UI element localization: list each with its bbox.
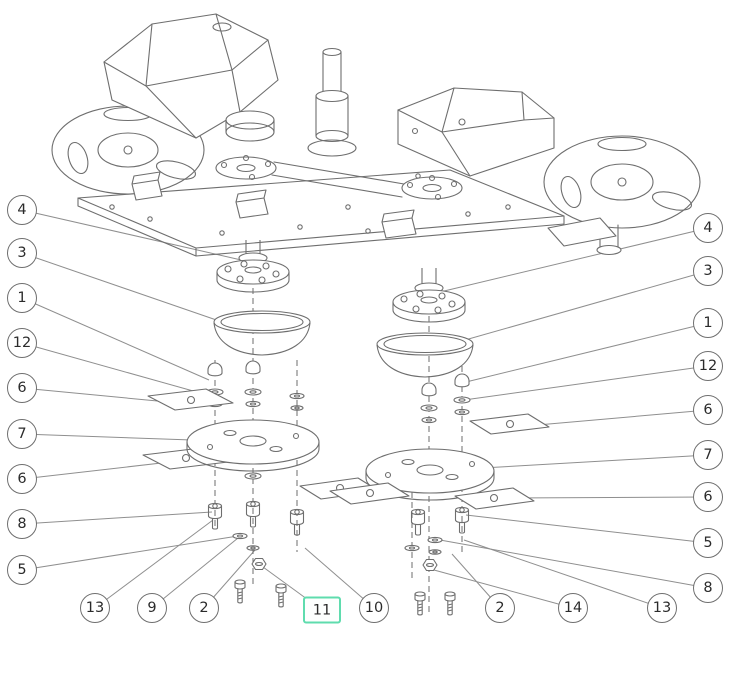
callout-right-6a[interactable]: 6: [693, 395, 723, 425]
right-guard-disc: [543, 135, 701, 256]
callout-right-5[interactable]: 5: [693, 528, 723, 558]
callout-right-6b[interactable]: 6: [693, 482, 723, 512]
callout-right-4[interactable]: 4: [693, 213, 723, 243]
callout-right-12[interactable]: 12: [693, 351, 723, 381]
callout-bottom-13a[interactable]: 13: [80, 593, 110, 623]
callout-left-5[interactable]: 5: [7, 555, 37, 585]
drive-belt: [271, 161, 405, 198]
callout-left-3[interactable]: 3: [7, 238, 37, 268]
left-motor: [103, 13, 279, 139]
mount-blocks: [131, 171, 417, 239]
callout-left-4[interactable]: 4: [7, 195, 37, 225]
callout-left-6a[interactable]: 6: [7, 373, 37, 403]
callout-left-12[interactable]: 12: [7, 328, 37, 358]
right-bottom-bolts: [414, 591, 456, 616]
right-screws: [410, 506, 470, 536]
callout-right-8[interactable]: 8: [693, 573, 723, 603]
left-pulley: [215, 110, 277, 181]
callout-left-1[interactable]: 1: [7, 283, 37, 313]
callout-left-7[interactable]: 7: [7, 419, 37, 449]
callout-bottom-2b[interactable]: 2: [485, 593, 515, 623]
right-spindle-exploded: [329, 268, 550, 616]
callout-bottom-13b[interactable]: 13: [647, 593, 677, 623]
left-screws: [207, 500, 305, 536]
callout-left-8[interactable]: 8: [7, 509, 37, 539]
machine-top-assembly: [51, 13, 701, 257]
right-washers-upper: [420, 396, 471, 424]
callout-bottom-11-highlighted[interactable]: 11: [303, 596, 341, 624]
left-bottom-bolts: [234, 579, 287, 608]
callout-bottom-10[interactable]: 10: [359, 593, 389, 623]
callout-bottom-14[interactable]: 14: [558, 593, 588, 623]
callout-bottom-9[interactable]: 9: [137, 593, 167, 623]
right-bracket: [547, 217, 617, 247]
callout-bottom-2a[interactable]: 2: [189, 593, 219, 623]
right-motor: [397, 87, 555, 177]
callout-right-3[interactable]: 3: [693, 256, 723, 286]
right-pulley: [401, 174, 463, 201]
leader-lines: [21, 209, 709, 611]
center-post: [307, 47, 357, 157]
callout-right-7[interactable]: 7: [693, 440, 723, 470]
left-spindle-exploded: [142, 240, 380, 608]
callout-left-6b[interactable]: 6: [7, 464, 37, 494]
callout-right-1[interactable]: 1: [693, 308, 723, 338]
